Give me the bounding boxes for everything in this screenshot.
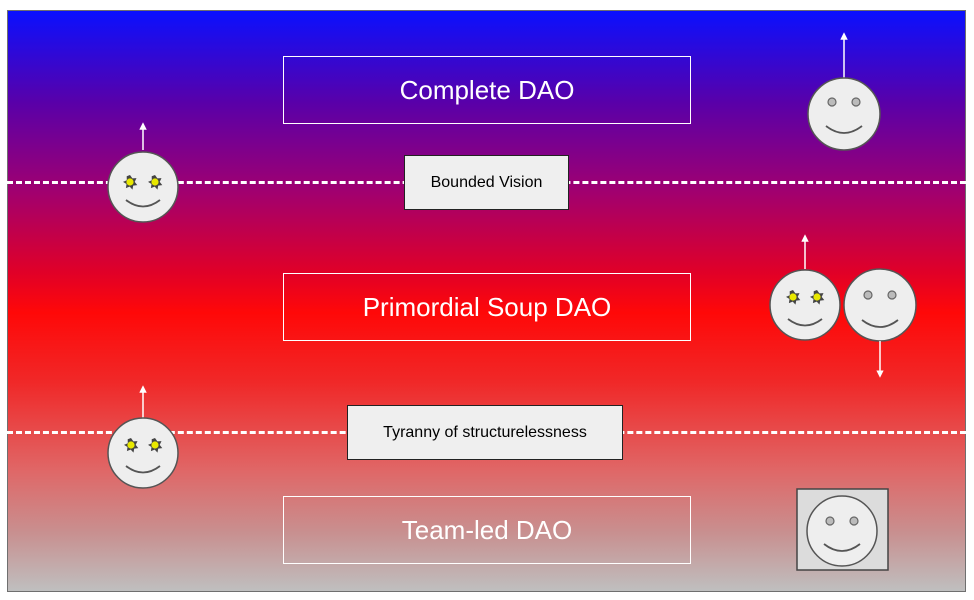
- tyranny-label: Tyranny of structurelessness: [383, 423, 587, 441]
- tyranny-box: Tyranny of structurelessness: [347, 405, 623, 460]
- team-led-dao-box: Team-led DAO: [283, 496, 691, 564]
- starry-eyed-face-icon: [107, 122, 179, 223]
- boxed-smiley-face-icon: [796, 488, 889, 571]
- bounded-vision-label: Bounded Vision: [430, 173, 543, 191]
- smiley-face-icon: [807, 32, 881, 151]
- primordial-soup-dao-box: Primordial Soup DAO: [283, 273, 691, 341]
- starry-eyed-face-icon: [107, 385, 179, 489]
- complete-dao-label: Complete DAO: [399, 74, 575, 105]
- team-led-dao-label: Team-led DAO: [401, 514, 573, 545]
- complete-dao-box: Complete DAO: [283, 56, 691, 124]
- primordial-soup-dao-label: Primordial Soup DAO: [362, 291, 612, 322]
- starry-eyed-face-icon: [769, 234, 841, 341]
- bounded-vision-box: Bounded Vision: [404, 155, 569, 210]
- smiley-face-icon: [843, 268, 917, 378]
